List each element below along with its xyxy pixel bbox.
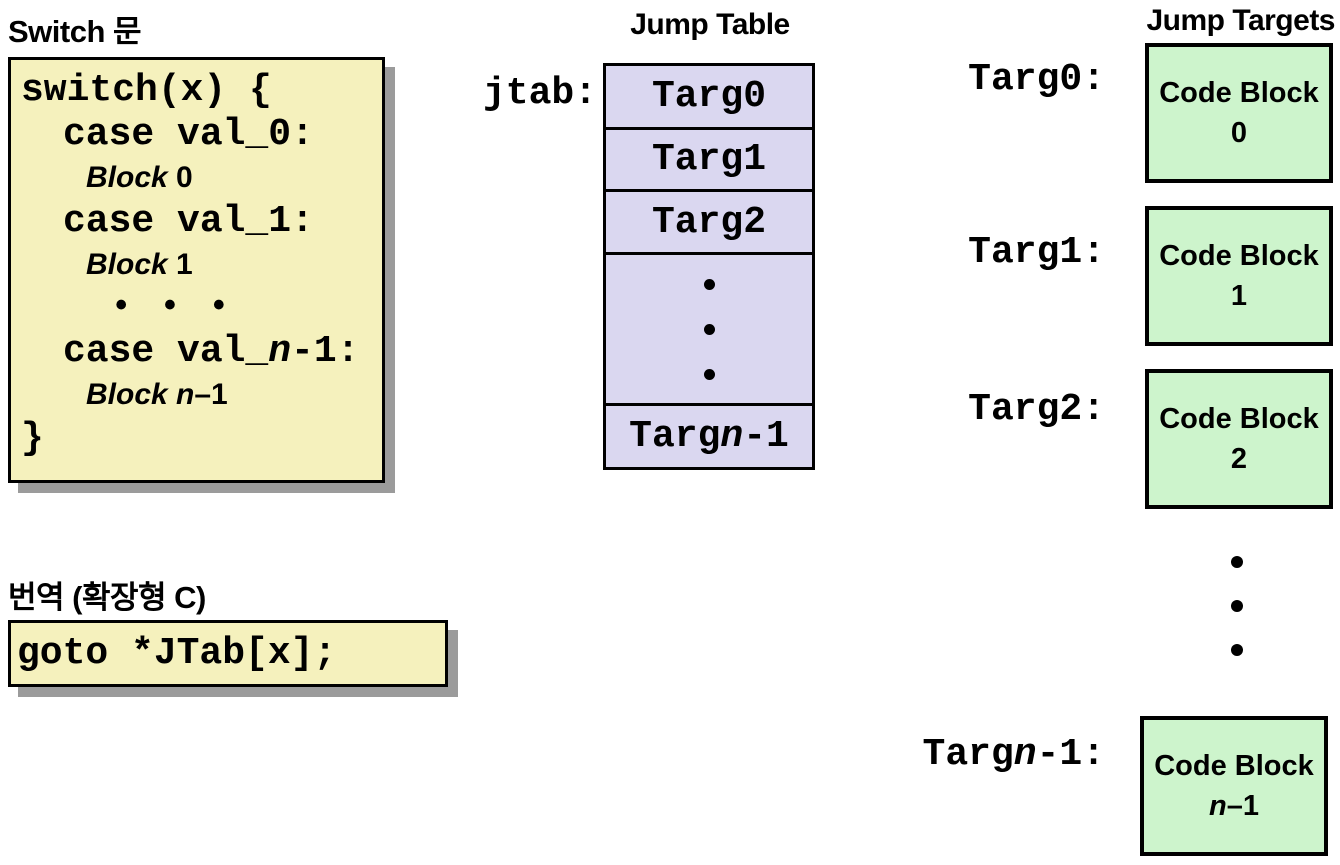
jump-table-ellipsis-cell <box>606 255 812 406</box>
code-block-box-0: Code Block 0 <box>1145 43 1333 183</box>
target-label-targ0: Targ0: <box>968 58 1105 101</box>
ellipsis-dot <box>1231 600 1243 612</box>
jump-table-cell-targ0: Targ0 <box>606 66 812 130</box>
target-label-targ2: Targ2: <box>968 388 1105 431</box>
jump-table-cell-targ2: Targ2 <box>606 192 812 255</box>
code-block-text: Code Block <box>1159 403 1319 435</box>
code-block-number: 1 <box>1230 280 1248 312</box>
code-block-text: Code Block <box>1159 77 1319 109</box>
translation-section-title: 번역 (확장형 C) <box>8 580 206 615</box>
code-line-block0: Block 0 <box>86 160 193 194</box>
code-line-case-valn1: case val_n-1: <box>63 330 360 374</box>
code-line-switch-close: } <box>21 417 44 461</box>
jump-targets-title: Jump Targets <box>1146 4 1336 37</box>
code-line-ellipsis: • • • <box>111 289 234 328</box>
switch-section-title: Switch 문 <box>8 14 142 49</box>
goto-code-box: goto *JTab[x]; <box>8 620 448 687</box>
code-block-text: Code Block <box>1159 240 1319 272</box>
code-block-number: n–1 <box>1209 790 1259 822</box>
jump-targets-ellipsis-dots <box>1231 556 1243 656</box>
code-block-box-n1: Code Block n–1 <box>1140 716 1328 856</box>
ellipsis-dot <box>703 368 715 380</box>
ellipsis-dot <box>703 278 715 290</box>
code-line-case-val1: case val_1: <box>63 199 314 243</box>
jump-table-cell-targ1: Targ1 <box>606 130 812 192</box>
switch-code-box: switch(x) { case val_0: Block 0 case val… <box>8 57 385 483</box>
code-line-blockn1: Block n–1 <box>86 378 228 412</box>
target-label-targn1: Targn-1: <box>922 733 1105 776</box>
goto-code-text: goto *JTab[x]; <box>17 632 337 675</box>
ellipsis-dot <box>1231 556 1243 568</box>
code-block-number: 0 <box>1230 117 1248 149</box>
ellipsis-dot <box>1231 644 1243 656</box>
code-line-switch-open: switch(x) { <box>21 69 272 113</box>
code-line-block1: Block 1 <box>86 247 193 281</box>
code-line-case-val0: case val_0: <box>63 112 314 156</box>
ellipsis-dot <box>703 323 715 335</box>
code-block-text: Code Block <box>1154 750 1314 782</box>
jtab-pointer-label: jtab: <box>482 72 597 115</box>
code-block-box-1: Code Block 1 <box>1145 206 1333 346</box>
code-block-number: 2 <box>1230 443 1248 475</box>
code-block-box-2: Code Block 2 <box>1145 369 1333 509</box>
jump-table-title: Jump Table <box>630 8 790 41</box>
target-label-targ1: Targ1: <box>968 231 1105 274</box>
